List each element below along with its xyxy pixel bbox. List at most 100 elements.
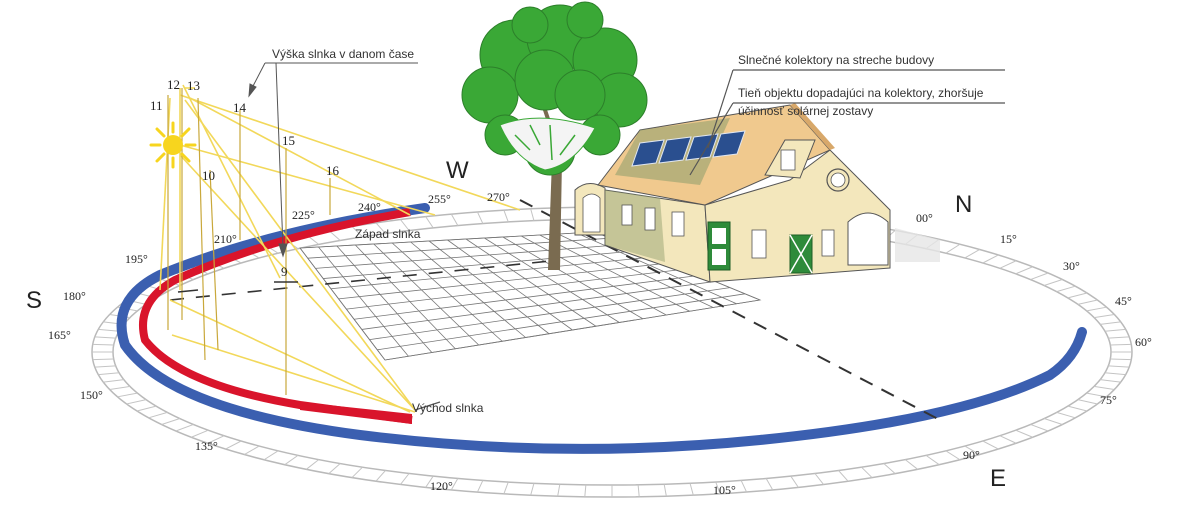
ring-tick bbox=[715, 481, 721, 495]
ring-tick bbox=[351, 226, 363, 238]
degree-255: 255° bbox=[428, 192, 451, 206]
hour-15: 15 bbox=[282, 133, 295, 148]
grid-line bbox=[355, 244, 456, 350]
grid-line bbox=[369, 287, 731, 341]
grid-line bbox=[410, 241, 526, 338]
ring-tick bbox=[1056, 285, 1076, 293]
sunrise-label: Východ slnka bbox=[412, 401, 484, 415]
tree-icon bbox=[461, 1, 648, 270]
grid-line bbox=[354, 274, 701, 320]
degree-225: 225° bbox=[292, 208, 315, 222]
ring-tick bbox=[689, 483, 694, 496]
hour-11: 11 bbox=[150, 98, 163, 113]
ring-tick bbox=[1077, 399, 1098, 405]
ring-tick bbox=[476, 211, 484, 224]
grid-line bbox=[484, 237, 620, 323]
ring-tick bbox=[945, 243, 961, 254]
degree-00: 00° bbox=[916, 211, 933, 225]
ring-tick bbox=[1043, 279, 1063, 286]
degree-165: 165° bbox=[48, 328, 71, 342]
grid-line bbox=[377, 293, 746, 351]
ring-tick bbox=[1086, 392, 1107, 398]
ring-tick bbox=[161, 418, 181, 425]
ring-tick bbox=[765, 478, 774, 491]
ring-tick bbox=[1093, 313, 1115, 319]
winter-sun-path bbox=[116, 203, 1087, 454]
grid-line bbox=[521, 235, 667, 316]
ring-tick bbox=[306, 459, 320, 470]
sun-height-pointer bbox=[248, 62, 418, 258]
degree-135: 135° bbox=[195, 439, 218, 453]
shadow-label-line1: Tieň objektu dopadajúci na kolektory, zh… bbox=[738, 86, 984, 100]
grid-line bbox=[391, 242, 503, 342]
ring-tick bbox=[1077, 299, 1098, 305]
summer-path-tail bbox=[300, 402, 412, 424]
ring-tick bbox=[945, 450, 961, 461]
ring-tick bbox=[964, 445, 980, 455]
ring-tick bbox=[1015, 429, 1033, 438]
ring-tick bbox=[244, 445, 260, 455]
hour-9: 9 bbox=[281, 264, 288, 279]
ring-tick bbox=[1015, 266, 1033, 275]
ring-tick bbox=[503, 209, 509, 223]
grid-line bbox=[315, 243, 626, 269]
grid-line bbox=[373, 243, 480, 346]
hour-poles bbox=[167, 88, 331, 395]
degree-30: 30° bbox=[1063, 259, 1080, 273]
ring-tick bbox=[530, 208, 535, 221]
ring-tick bbox=[98, 372, 120, 376]
ring-tick bbox=[94, 365, 116, 368]
grid-line bbox=[576, 232, 737, 305]
ring-tick bbox=[98, 328, 120, 332]
ring-tick bbox=[284, 454, 299, 466]
grid-line bbox=[384, 299, 761, 361]
ring-tick bbox=[557, 484, 561, 497]
ring-tick bbox=[148, 411, 168, 419]
sunset-label: Západ slnka bbox=[355, 227, 421, 241]
ring-tick bbox=[425, 216, 434, 229]
grid-line bbox=[336, 245, 433, 353]
degree-45: 45° bbox=[1115, 294, 1132, 308]
ring-tick bbox=[1108, 336, 1130, 339]
grid-line bbox=[502, 236, 644, 320]
ring-tick bbox=[328, 463, 341, 474]
ring-tick bbox=[1108, 365, 1130, 368]
ring-tick bbox=[637, 484, 640, 497]
grid-line bbox=[299, 231, 596, 249]
ring-tick bbox=[103, 379, 124, 383]
ring-tick bbox=[92, 358, 114, 361]
degree-90: 90° bbox=[963, 448, 980, 462]
sun-icon bbox=[149, 121, 197, 169]
callout-lines bbox=[414, 69, 1005, 411]
cardinal-east: E bbox=[990, 465, 1006, 492]
ring-tick bbox=[1110, 343, 1132, 346]
cardinal-west: W bbox=[446, 157, 469, 184]
sun-height-label: Výška slnka v danom čase bbox=[272, 47, 414, 61]
ring-tick bbox=[117, 392, 138, 398]
degree-60: 60° bbox=[1135, 335, 1152, 349]
ring-tick bbox=[126, 399, 147, 405]
ring-tick bbox=[925, 454, 940, 466]
grid-line bbox=[323, 250, 641, 279]
hour-13: 13 bbox=[187, 78, 200, 93]
ring-tick bbox=[530, 483, 535, 496]
hour-10: 10 bbox=[202, 168, 215, 183]
ring-tick bbox=[94, 336, 116, 339]
ring-tick bbox=[207, 435, 225, 444]
degree-150: 150° bbox=[80, 388, 103, 402]
grid-line bbox=[539, 234, 690, 312]
grid-line bbox=[465, 238, 597, 327]
grid-line bbox=[330, 256, 656, 290]
ring-tick bbox=[263, 450, 279, 461]
ring-tick bbox=[982, 254, 999, 264]
ring-tick bbox=[1100, 321, 1121, 325]
ring-tick bbox=[999, 260, 1017, 269]
ring-tick bbox=[740, 480, 748, 493]
ring-tick bbox=[225, 440, 242, 450]
hour-16: 16 bbox=[326, 163, 340, 178]
degree-15: 15° bbox=[1000, 232, 1017, 246]
ring-tick bbox=[503, 481, 509, 495]
degree-105: 105° bbox=[713, 483, 736, 497]
shadow-label-line2: účinnosť solárnej zostavy bbox=[738, 104, 873, 118]
